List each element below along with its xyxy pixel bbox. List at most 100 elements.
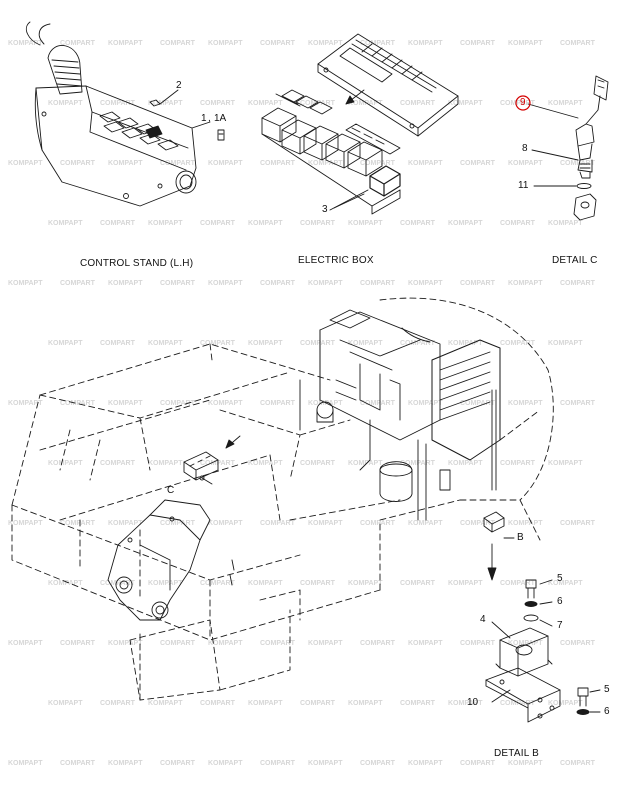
watermark-text: KOMPAPT [148, 220, 183, 227]
watermark-text: COMPART [400, 460, 435, 467]
part-9-highlight-ring [515, 95, 531, 111]
watermark-text: COMPART [60, 400, 95, 407]
watermark-text: COMPART [160, 40, 195, 47]
watermark-text: COMPART [200, 460, 235, 467]
watermark-text: COMPART [200, 100, 235, 107]
watermark-text: KOMPAPT [548, 220, 583, 227]
watermark-text: COMPART [300, 340, 335, 347]
watermark-text: KOMPAPT [408, 640, 443, 647]
watermark-text: KOMPAPT [308, 160, 343, 167]
callout-1: 1 [201, 113, 207, 124]
watermark-text: KOMPAPT [448, 220, 483, 227]
watermark-text: KOMPAPT [348, 220, 383, 227]
watermark-text: KOMPAPT [248, 340, 283, 347]
callout-5-upper: 5 [557, 573, 563, 584]
watermark-text: COMPART [360, 280, 395, 287]
watermark-text: KOMPAPT [148, 460, 183, 467]
watermark-text: KOMPAPT [508, 160, 543, 167]
watermark-text: COMPART [60, 760, 95, 767]
watermark-text: KOMPAPT [308, 400, 343, 407]
watermark-text: COMPART [560, 40, 595, 47]
watermark-text: KOMPAPT [548, 580, 583, 587]
control-stand-drawing [26, 21, 225, 207]
watermark-text: COMPART [60, 280, 95, 287]
watermark-text: KOMPAPT [308, 640, 343, 647]
watermark-text: KOMPAPT [108, 400, 143, 407]
callout-9: 9 [520, 97, 526, 108]
watermark-text: KOMPAPT [48, 100, 83, 107]
watermark-text: COMPART [460, 280, 495, 287]
watermark-text: COMPART [260, 520, 295, 527]
watermark-text: KOMPAPT [208, 520, 243, 527]
watermark-text: KOMPAPT [8, 160, 43, 167]
watermark-text: KOMPAPT [148, 700, 183, 707]
callout-7: 7 [557, 620, 563, 631]
watermark-text: KOMPAPT [308, 760, 343, 767]
watermark-text: COMPART [60, 520, 95, 527]
view-c-inset [183, 435, 241, 485]
callout-3: 3 [322, 204, 328, 215]
caption-control-stand: CONTROL STAND (L.H) [80, 258, 194, 269]
watermark-text: COMPART [360, 160, 395, 167]
callout-1a: 1A [214, 113, 227, 124]
callout-5-lower: 5 [604, 684, 610, 695]
caption-detail-b: DETAIL B [494, 748, 539, 759]
watermark-text: COMPART [260, 280, 295, 287]
watermark-text: KOMPAPT [208, 640, 243, 647]
watermark-text: COMPART [460, 760, 495, 767]
watermark-text: COMPART [500, 100, 535, 107]
watermark-text: KOMPAPT [248, 460, 283, 467]
part-3-leader [333, 193, 365, 209]
upper-frame-drawing [11, 297, 554, 701]
watermark-text: KOMPAPT [548, 700, 583, 707]
watermark-text: COMPART [460, 160, 495, 167]
watermark-text: COMPART [100, 700, 135, 707]
watermark-text: COMPART [360, 520, 395, 527]
watermark-text: KOMPAPT [348, 340, 383, 347]
watermark-text: COMPART [360, 400, 395, 407]
watermark-text: KOMPAPT [508, 520, 543, 527]
watermark-text: KOMPAPT [48, 580, 83, 587]
watermark-text: KOMPAPT [208, 760, 243, 767]
watermark-text: COMPART [500, 220, 535, 227]
watermark-text: COMPART [260, 640, 295, 647]
view-b-inset [483, 511, 505, 581]
watermark-text: COMPART [560, 520, 595, 527]
watermark-text: KOMPAPT [8, 640, 43, 647]
watermark-text: KOMPAPT [508, 400, 543, 407]
watermark-text: COMPART [400, 100, 435, 107]
watermark-text: COMPART [460, 400, 495, 407]
watermark-text: KOMPAPT [8, 760, 43, 767]
caption-electric-box: ELECTRIC BOX [298, 255, 374, 266]
watermark-text: COMPART [400, 700, 435, 707]
watermark-text: COMPART [160, 640, 195, 647]
watermark-text: COMPART [160, 400, 195, 407]
view-b-label: B [517, 532, 524, 543]
watermark-text: COMPART [160, 160, 195, 167]
watermark-text: COMPART [160, 520, 195, 527]
watermark-text: COMPART [560, 640, 595, 647]
watermark-text: COMPART [260, 760, 295, 767]
watermark-text: COMPART [160, 280, 195, 287]
watermark-text: COMPART [60, 160, 95, 167]
watermark-text: KOMPAPT [148, 580, 183, 587]
watermark-text: COMPART [360, 40, 395, 47]
watermark-text: COMPART [260, 40, 295, 47]
watermark-text: COMPART [500, 460, 535, 467]
watermark-text: KOMPAPT [408, 160, 443, 167]
watermark-text: COMPART [560, 400, 595, 407]
watermark-text: KOMPAPT [148, 100, 183, 107]
watermark-text: COMPART [200, 700, 235, 707]
watermark-text: KOMPAPT [248, 700, 283, 707]
watermark-text: COMPART [160, 760, 195, 767]
watermark-text: KOMPAPT [108, 280, 143, 287]
watermark-text: KOMPAPT [408, 760, 443, 767]
watermark-text: KOMPAPT [448, 460, 483, 467]
watermark-text: COMPART [60, 640, 95, 647]
callout-2: 2 [176, 80, 182, 91]
view-c-label: C [167, 485, 175, 496]
watermark-text: KOMPAPT [208, 40, 243, 47]
watermark-text: COMPART [500, 340, 535, 347]
callout-6-upper: 6 [557, 596, 563, 607]
